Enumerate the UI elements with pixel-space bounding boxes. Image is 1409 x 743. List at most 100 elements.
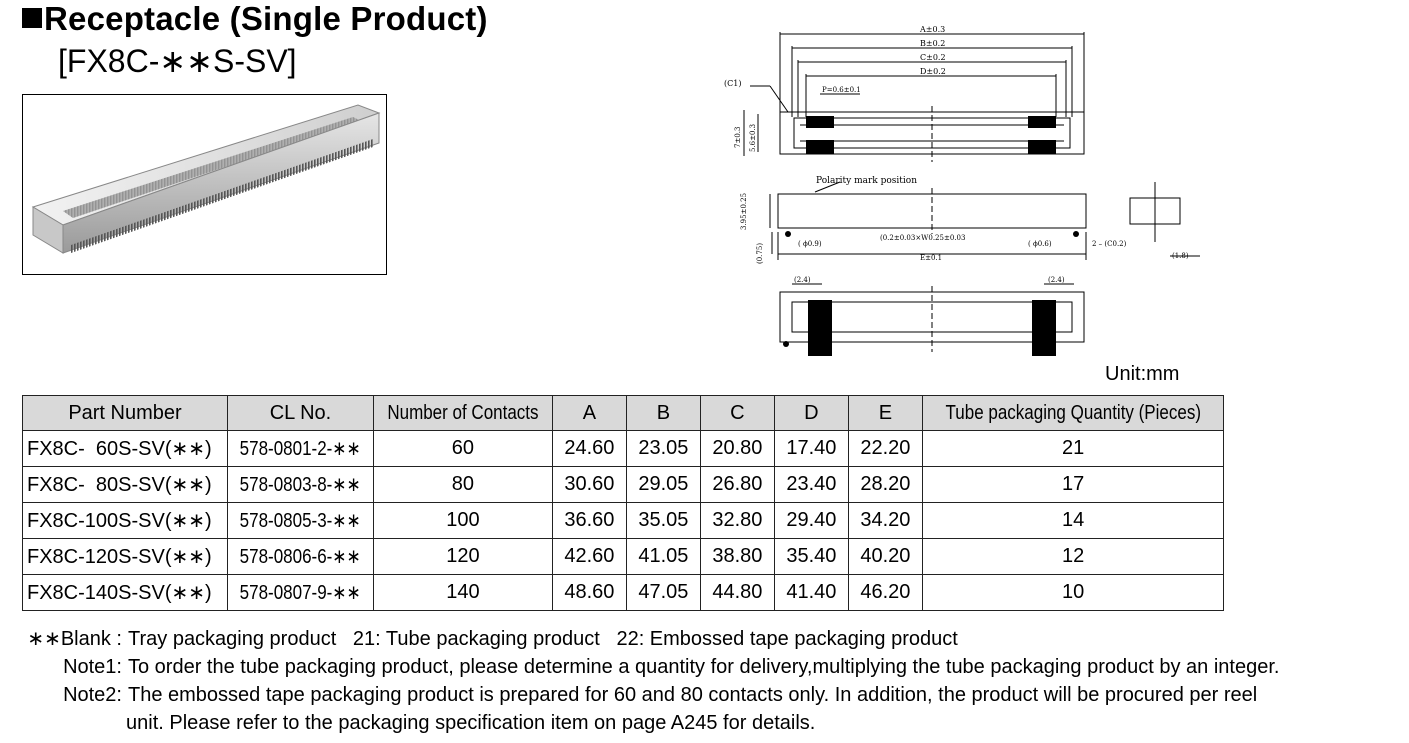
c-cell: 44.80 bbox=[699, 574, 775, 611]
a-cell: 24.60 bbox=[551, 430, 627, 467]
tube-qty-cell: 21 bbox=[921, 430, 1225, 467]
part-number-cell: FX8C-120S-SV(∗∗) bbox=[22, 538, 228, 575]
note2-text-continued: unit. Please refer to the packaging spec… bbox=[126, 712, 816, 734]
dim-24-right-label: (2.4) bbox=[1048, 276, 1065, 284]
dim-phi06-label: ( ϕ0.6) bbox=[1028, 240, 1052, 248]
connector-illustration bbox=[31, 104, 381, 254]
cl-no-cell: 578-0803-8-∗∗ bbox=[227, 466, 374, 503]
model-number: [FX8C-∗∗S-SV] bbox=[58, 43, 297, 79]
tube-qty-cell: 12 bbox=[921, 538, 1225, 575]
dim-d-label: D±0.2 bbox=[920, 67, 946, 76]
cl-no-text: 578-0803-8-∗∗ bbox=[239, 474, 362, 496]
d-cell: 23.40 bbox=[773, 466, 849, 503]
header-part-number: Part Number bbox=[22, 395, 228, 431]
d-cell: 29.40 bbox=[773, 502, 849, 539]
dim-c02-label: 2 – (C0.2) bbox=[1092, 240, 1127, 248]
dim-56-label: 5.6±0.3 bbox=[749, 124, 757, 152]
note-blank-label: ∗∗Blank : bbox=[27, 628, 122, 650]
c-cell: 26.80 bbox=[699, 466, 775, 503]
e-cell: 34.20 bbox=[847, 502, 923, 539]
header-contacts-text: Number of Contacts bbox=[387, 401, 539, 424]
header-e: E bbox=[847, 395, 923, 431]
b-cell: 29.05 bbox=[625, 466, 701, 503]
contacts-cell: 80 bbox=[373, 466, 553, 503]
dim-phi09-label: ( ϕ0.9) bbox=[798, 240, 822, 248]
tube-qty-cell: 14 bbox=[921, 502, 1225, 539]
e-cell: 40.20 bbox=[847, 538, 923, 575]
drawing-svg: A±0.3 B±0.2 C±0.2 D±0.2 (C1) P=0.6±0.1 7… bbox=[724, 25, 1200, 356]
contacts-cell: 100 bbox=[373, 502, 553, 539]
cl-no-text: 578-0801-2-∗∗ bbox=[239, 438, 362, 460]
header-d: D bbox=[773, 395, 849, 431]
dim-7-label: 7±0.3 bbox=[734, 127, 742, 148]
cl-no-cell: 578-0801-2-∗∗ bbox=[227, 430, 374, 467]
d-cell: 17.40 bbox=[773, 430, 849, 467]
table-header-row: Part Number CL No. Number of Contacts A … bbox=[22, 395, 1225, 431]
header-b: B bbox=[625, 395, 701, 431]
a-cell: 48.60 bbox=[551, 574, 627, 611]
c-cell: 20.80 bbox=[699, 430, 775, 467]
b-cell: 41.05 bbox=[625, 538, 701, 575]
contacts-cell: 60 bbox=[373, 430, 553, 467]
note2-label: Note2: bbox=[63, 684, 122, 706]
dim-width-label: (0.2±0.03×W0.25±0.03 bbox=[880, 234, 965, 242]
contacts-cell: 120 bbox=[373, 538, 553, 575]
table-row: FX8C-100S-SV(∗∗) 578-0805-3-∗∗ 100 36.60… bbox=[22, 502, 1225, 539]
dim-c-label: C±0.2 bbox=[920, 53, 946, 62]
dim-e-label: E±0.1 bbox=[920, 254, 942, 262]
tube-qty-cell: 17 bbox=[921, 466, 1225, 503]
dim-18-label: (1.8) bbox=[1172, 252, 1189, 260]
page-title: Receptacle (Single Product) bbox=[22, 0, 488, 38]
note1-label: Note1: bbox=[63, 656, 122, 678]
cl-no-text: 578-0807-9-∗∗ bbox=[239, 582, 362, 604]
dimension-drawing: A±0.3 B±0.2 C±0.2 D±0.2 (C1) P=0.6±0.1 7… bbox=[710, 22, 1215, 357]
header-cl-no: CL No. bbox=[227, 395, 374, 431]
dim-c1-label: (C1) bbox=[724, 79, 741, 88]
cl-no-text: 578-0806-6-∗∗ bbox=[239, 546, 362, 568]
tube-qty-cell: 10 bbox=[921, 574, 1225, 611]
b-cell: 35.05 bbox=[625, 502, 701, 539]
d-cell: 41.40 bbox=[773, 574, 849, 611]
a-cell: 36.60 bbox=[551, 502, 627, 539]
note-blank-text: Tray packaging product 21: Tube packagin… bbox=[128, 628, 958, 650]
b-cell: 47.05 bbox=[625, 574, 701, 611]
header-contacts: Number of Contacts bbox=[373, 395, 553, 431]
a-cell: 42.60 bbox=[551, 538, 627, 575]
dim-b-label: B±0.2 bbox=[920, 39, 945, 48]
note1-text: To order the tube packaging product, ple… bbox=[128, 656, 1280, 678]
cl-no-cell: 578-0805-3-∗∗ bbox=[227, 502, 374, 539]
cl-no-cell: 578-0806-6-∗∗ bbox=[227, 538, 374, 575]
note2-text: The embossed tape packaging product is p… bbox=[128, 684, 1258, 706]
part-number-cell: FX8C-100S-SV(∗∗) bbox=[22, 502, 228, 539]
header-a: A bbox=[551, 395, 627, 431]
header-tube-qty: Tube packaging Quantity (Pieces) bbox=[921, 395, 1225, 431]
dim-395-label: 3.95±0.25 bbox=[740, 193, 748, 230]
cl-no-text: 578-0805-3-∗∗ bbox=[239, 510, 362, 532]
c-cell: 32.80 bbox=[699, 502, 775, 539]
cl-no-cell: 578-0807-9-∗∗ bbox=[227, 574, 374, 611]
dim-a-label: A±0.3 bbox=[919, 25, 945, 34]
spec-table: Part Number CL No. Number of Contacts A … bbox=[22, 395, 1225, 611]
part-number-cell: FX8C- 80S-SV(∗∗) bbox=[22, 466, 228, 503]
dim-p-label: P=0.6±0.1 bbox=[822, 86, 861, 94]
product-photo bbox=[22, 94, 387, 275]
polarity-label: Polarity mark position bbox=[816, 176, 917, 186]
table-row: FX8C-120S-SV(∗∗) 578-0806-6-∗∗ 120 42.60… bbox=[22, 538, 1225, 575]
e-cell: 28.20 bbox=[847, 466, 923, 503]
a-cell: 30.60 bbox=[551, 466, 627, 503]
e-cell: 22.20 bbox=[847, 430, 923, 467]
part-number-cell: FX8C- 60S-SV(∗∗) bbox=[22, 430, 228, 467]
contacts-cell: 140 bbox=[373, 574, 553, 611]
page-title-text: Receptacle (Single Product) bbox=[44, 0, 488, 37]
c-cell: 38.80 bbox=[699, 538, 775, 575]
header-tube-qty-text: Tube packaging Quantity (Pieces) bbox=[945, 401, 1201, 424]
header-c: C bbox=[699, 395, 775, 431]
d-cell: 35.40 bbox=[773, 538, 849, 575]
table-row: FX8C-140S-SV(∗∗) 578-0807-9-∗∗ 140 48.60… bbox=[22, 574, 1225, 611]
b-cell: 23.05 bbox=[625, 430, 701, 467]
dim-075-label: (0.75) bbox=[756, 243, 764, 264]
dim-24-left-label: (2.4) bbox=[794, 276, 811, 284]
unit-label: Unit:mm bbox=[1105, 363, 1180, 385]
e-cell: 46.20 bbox=[847, 574, 923, 611]
part-number-cell: FX8C-140S-SV(∗∗) bbox=[22, 574, 228, 611]
